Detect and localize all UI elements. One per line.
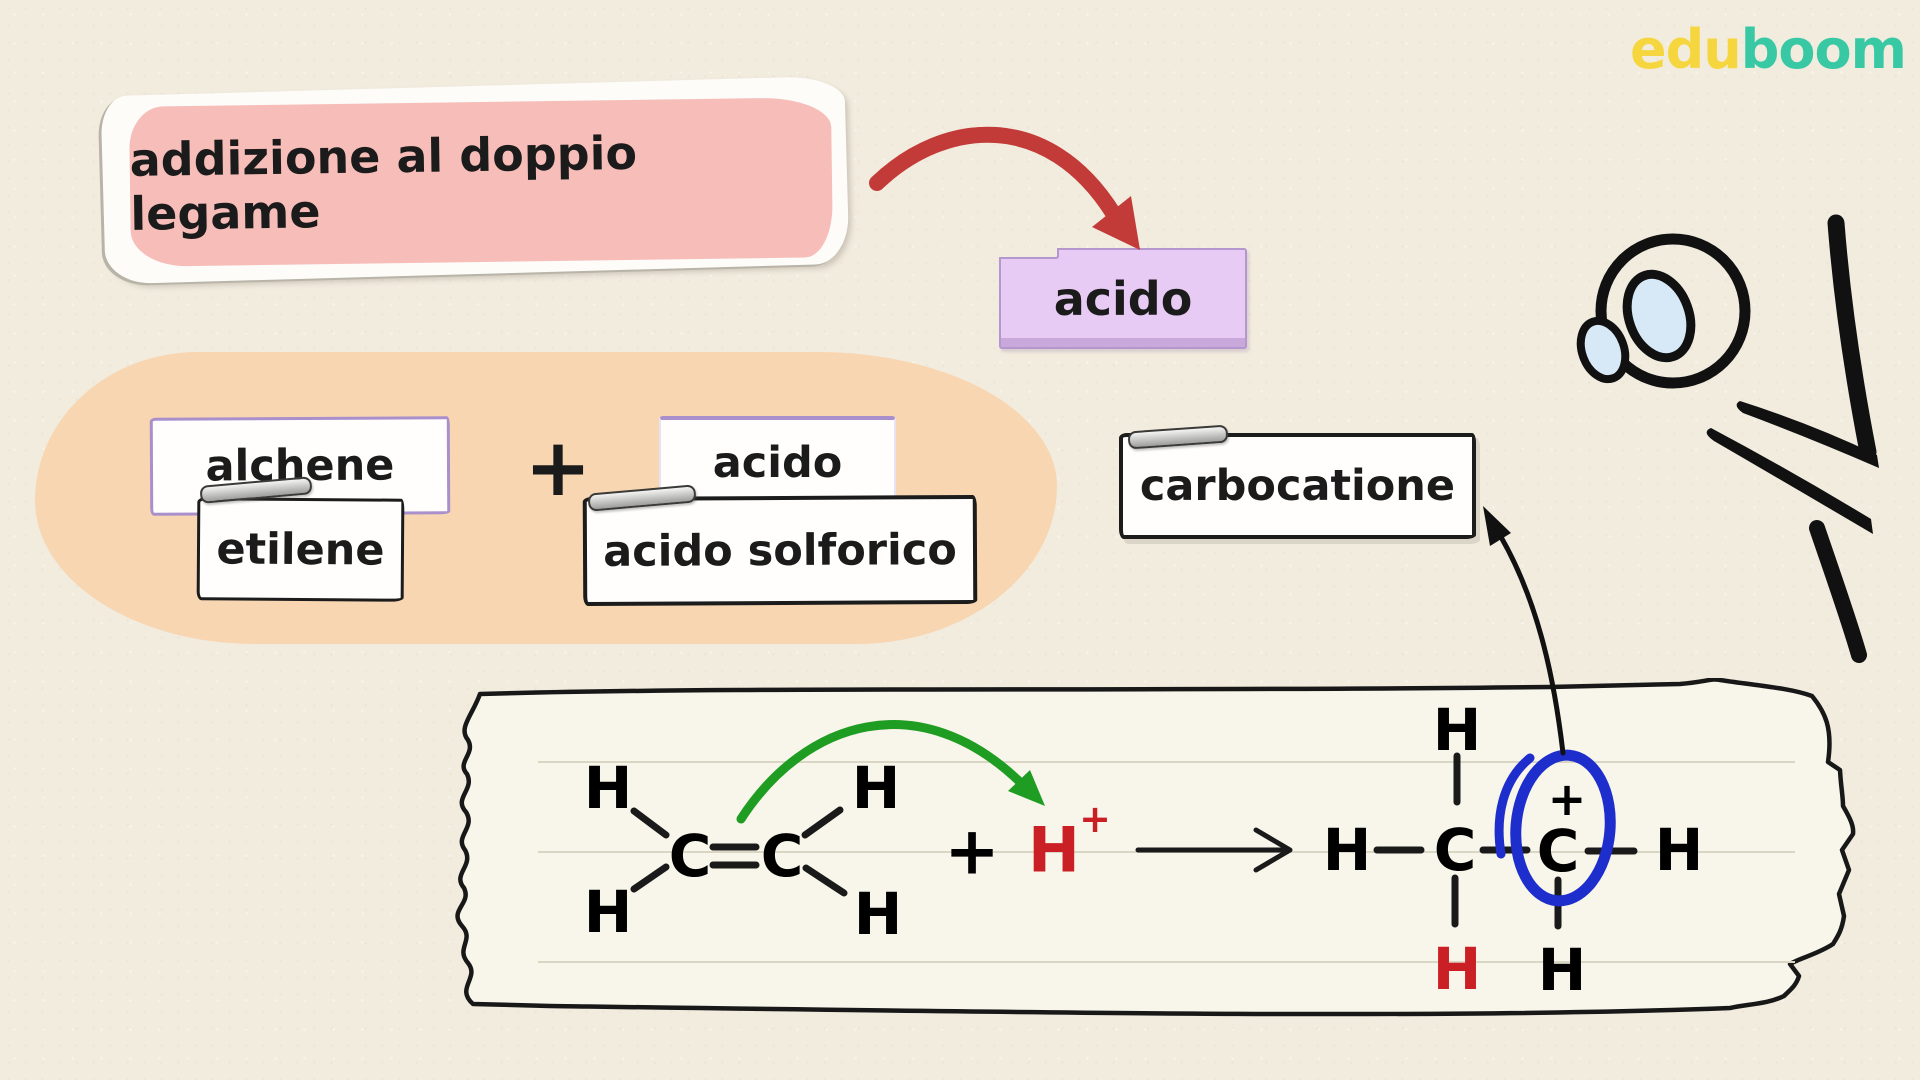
atom-C: C	[669, 822, 712, 890]
reaction-plus: +	[944, 813, 999, 890]
atom-H: H	[1655, 816, 1704, 884]
title-highlight: addizione al doppio legame	[128, 97, 834, 267]
eduboom-logo: eduboom	[1630, 18, 1907, 81]
atom-H: H	[852, 754, 901, 822]
plus-sign: +	[524, 421, 592, 514]
card-etilene-label: etilene	[216, 523, 385, 576]
blue-circle-annotation	[1494, 749, 1616, 907]
character-finger	[1706, 428, 1873, 534]
logo-edu: edu	[1630, 18, 1742, 81]
carbocation-charge: +	[1548, 772, 1587, 826]
atom-C: C	[1434, 816, 1477, 884]
atom-H: H	[1538, 936, 1587, 1004]
page-title: addizione al doppio legame	[129, 125, 638, 241]
atom-H-red: H	[1433, 935, 1482, 1003]
carbocation-structure: H H C C H H H +	[1323, 696, 1704, 1004]
atom-H: H	[1323, 816, 1372, 884]
atom-H: H	[584, 878, 633, 946]
reaction-arrow	[1135, 827, 1293, 873]
glasses-lens-icon	[1576, 316, 1630, 384]
glasses-lens-icon	[1622, 269, 1696, 363]
proton-H: H	[1028, 814, 1080, 887]
green-electron-arrow	[736, 720, 1045, 824]
atom-H: H	[854, 880, 903, 948]
reaction-paper: H H C C H H + H + H H C C H H H +	[455, 678, 1856, 1017]
card-acido-solforico: acido solforico	[582, 494, 978, 607]
character-arm	[1827, 214, 1877, 461]
card-acido: acido	[659, 416, 896, 507]
ethylene-structure: H H C C H H	[584, 754, 903, 948]
torn-paper-shape	[455, 678, 1856, 1017]
red-arrow	[869, 126, 1140, 250]
card-acido-solforico-label: acido solforico	[603, 524, 957, 577]
card-carbocatione: carbocatione	[1119, 433, 1476, 539]
card-acido-label: acido	[712, 437, 843, 488]
acid-tag-label: acido	[1053, 271, 1193, 326]
atom-C: C	[761, 822, 804, 890]
acid-tag: acido	[999, 248, 1247, 349]
atom-H: H	[1433, 696, 1482, 764]
proton-charge: +	[1079, 797, 1111, 841]
atom-H: H	[584, 754, 633, 822]
teacher-character	[1576, 214, 1879, 663]
character-finger	[1736, 401, 1879, 468]
atom-C: C	[1537, 817, 1580, 885]
logo-boom: boom	[1740, 18, 1907, 81]
character-head	[1595, 233, 1751, 389]
card-etilene: etilene	[196, 497, 405, 602]
card-carbocatione-label: carbocatione	[1139, 461, 1456, 511]
character-arm-lower	[1809, 520, 1867, 663]
